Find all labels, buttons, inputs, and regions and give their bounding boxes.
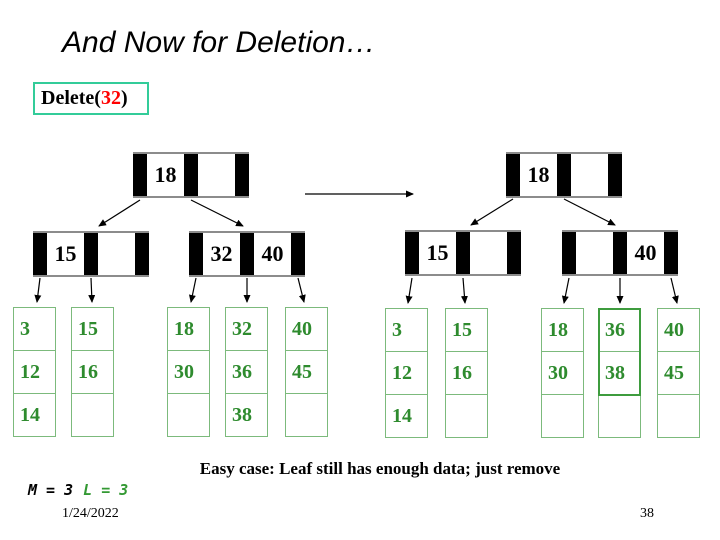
node-key-cell — [98, 233, 135, 275]
node-key-cell: 18 — [147, 154, 184, 196]
node-key-cell — [576, 232, 613, 274]
node-key-cell: 40 — [627, 232, 664, 274]
arrow — [460, 277, 468, 304]
leaf-value-cell — [658, 394, 699, 437]
leaf-value-cell — [446, 394, 487, 437]
leaf-value-cell — [168, 393, 209, 436]
node-pointer-bar — [189, 233, 203, 275]
internal-node: 15 — [33, 231, 149, 277]
node-pointer-bar — [135, 233, 149, 275]
leaf-value-cell: 14 — [14, 393, 55, 436]
node-pointer-bar — [608, 154, 622, 196]
leaf-value-cell: 3 — [20, 317, 30, 340]
node-key-cell: 15 — [47, 233, 84, 275]
page-number: 38 — [640, 506, 654, 521]
slide-date: 1/24/2022 — [62, 506, 119, 521]
internal-node: 15 — [405, 230, 521, 276]
tree-parameters: M = 3 L = 3 — [28, 481, 128, 499]
param-m: M = 3 — [28, 481, 74, 499]
node-pointer-bar — [405, 232, 419, 274]
slide-title: And Now for Deletion… — [62, 26, 376, 59]
leaf-value-cell: 12 — [14, 350, 55, 393]
leaf-value-cell: 40 — [664, 318, 684, 341]
arrow — [34, 277, 42, 303]
root-node: 18 — [133, 152, 249, 198]
leaf-value-cell: 30 — [168, 350, 209, 393]
arrow — [561, 277, 570, 304]
node-key-cell: 18 — [520, 154, 557, 196]
node-pointer-bar — [557, 154, 571, 196]
arrow — [670, 277, 679, 304]
leaf-value-cell: 18 — [548, 318, 568, 341]
arrow — [470, 198, 514, 226]
node-key-cell — [470, 232, 507, 274]
leaf-value-cell: 32 — [232, 317, 252, 340]
node-pointer-bar — [133, 154, 147, 196]
leaf-value-cell: 16 — [446, 351, 487, 394]
node-key-cell — [571, 154, 608, 196]
arrow — [405, 277, 413, 304]
node-key-cell: 32 — [203, 233, 240, 275]
internal-node: 40 — [562, 230, 678, 276]
arrow — [189, 277, 197, 303]
delete-label-suffix: ) — [120, 87, 128, 109]
arrow — [563, 198, 616, 226]
node-key-cell — [198, 154, 235, 196]
node-pointer-bar — [562, 232, 576, 274]
arrow — [88, 277, 96, 303]
leaf-value-cell: 3 — [392, 318, 402, 341]
delete-label-prefix: Delete( — [41, 87, 101, 109]
leaf-value-cell: 16 — [72, 350, 113, 393]
node-key-cell: 15 — [419, 232, 456, 274]
internal-node: 32 40 — [189, 231, 305, 277]
leaf-value-cell: 40 — [292, 317, 312, 340]
root-node: 18 — [506, 152, 622, 198]
node-pointer-bar — [33, 233, 47, 275]
node-pointer-bar — [664, 232, 678, 274]
node-pointer-bar — [235, 154, 249, 196]
delete-value: 32 — [100, 87, 121, 109]
leaf-value-cell: 36 — [605, 318, 625, 341]
leaf-value-cell — [542, 394, 583, 437]
node-pointer-bar — [291, 233, 305, 275]
leaf-value-cell: 30 — [542, 351, 583, 394]
leaf-value-cell: 36 — [226, 350, 267, 393]
arrow — [98, 199, 141, 227]
node-pointer-bar — [240, 233, 254, 275]
node-pointer-bar — [456, 232, 470, 274]
leaf-value-cell — [286, 393, 327, 436]
node-pointer-bar — [506, 154, 520, 196]
leaf-value-cell: 45 — [286, 350, 327, 393]
leaf-value-cell: 12 — [386, 351, 427, 394]
leaf-value-cell — [72, 393, 113, 436]
arrow — [297, 277, 306, 303]
leaf-value-cell: 18 — [174, 317, 194, 340]
leaf-value-cell — [599, 394, 640, 437]
node-pointer-bar — [507, 232, 521, 274]
node-pointer-bar — [184, 154, 198, 196]
leaf-value-cell: 14 — [386, 394, 427, 437]
leaf-value-cell: 38 — [599, 351, 640, 394]
leaf-value-cell: 15 — [78, 317, 98, 340]
delete-callout: Delete(32) — [33, 82, 149, 115]
node-pointer-bar — [613, 232, 627, 274]
leaf-value-cell: 15 — [452, 318, 472, 341]
node-key-cell: 40 — [254, 233, 291, 275]
leaf-value-cell: 38 — [226, 393, 267, 436]
caption: Easy case: Leaf still has enough data; j… — [199, 459, 561, 478]
param-l: L = 3 — [83, 481, 129, 499]
node-pointer-bar — [84, 233, 98, 275]
leaf-value-cell: 45 — [658, 351, 699, 394]
arrow — [190, 199, 244, 227]
